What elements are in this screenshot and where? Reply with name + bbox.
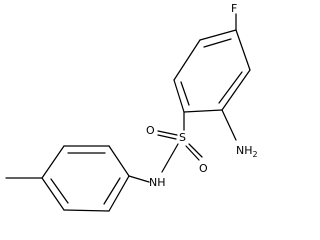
c-n-amine-bond: [221, 109, 237, 141]
ring-b-double-2: [50, 178, 69, 204]
fluorine-atom-label: F: [231, 2, 237, 15]
oxygen-lower-label: O: [199, 162, 208, 175]
fluoroaniline-ring: [173, 29, 251, 113]
ring-b-bond-6: [108, 145, 130, 177]
n-c-aryl-bond: [128, 175, 150, 183]
oxygen-upper-label: O: [146, 124, 155, 137]
amine-label: NH2: [236, 144, 258, 159]
ring-b-bond-1: [108, 175, 130, 212]
ring-b-bond-4: [41, 145, 65, 179]
ring-b-bond-3: [41, 177, 65, 211]
ring-a-bond-6: [173, 39, 201, 81]
ring-a-bond-5: [173, 79, 185, 113]
ring-a-bond-2: [235, 29, 251, 71]
s-o-lower-bond-a: [188, 143, 203, 158]
tolyl-ring: [41, 145, 130, 212]
s-o-upper-bond-b: [157, 134, 177, 140]
ring-a-bond-4: [183, 109, 223, 113]
amine-nh-text: NH: [236, 144, 253, 157]
sulfur-atom-label: S: [179, 131, 186, 144]
sulfonamide-nh-label: NH: [149, 176, 166, 189]
ring-a-double-3: [180, 81, 190, 106]
chemical-structure-diagram: F NH2 S O O NH: [5, 2, 258, 212]
s-o-upper-bond-a: [157, 130, 178, 136]
ring-a-double-1: [203, 38, 232, 48]
s-o-lower-bond-b: [185, 145, 200, 161]
structure-canvas: F NH2 S O O NH: [5, 2, 258, 212]
s-n-bond: [161, 143, 179, 173]
ring-b-bond-2: [63, 209, 110, 212]
ring-a-double-2: [218, 71, 243, 104]
ring-a-bond-3: [221, 69, 251, 111]
ring-a-bond-1: [199, 29, 237, 41]
amine-subscript: 2: [253, 150, 258, 159]
ring-b-double-1: [103, 177, 121, 205]
